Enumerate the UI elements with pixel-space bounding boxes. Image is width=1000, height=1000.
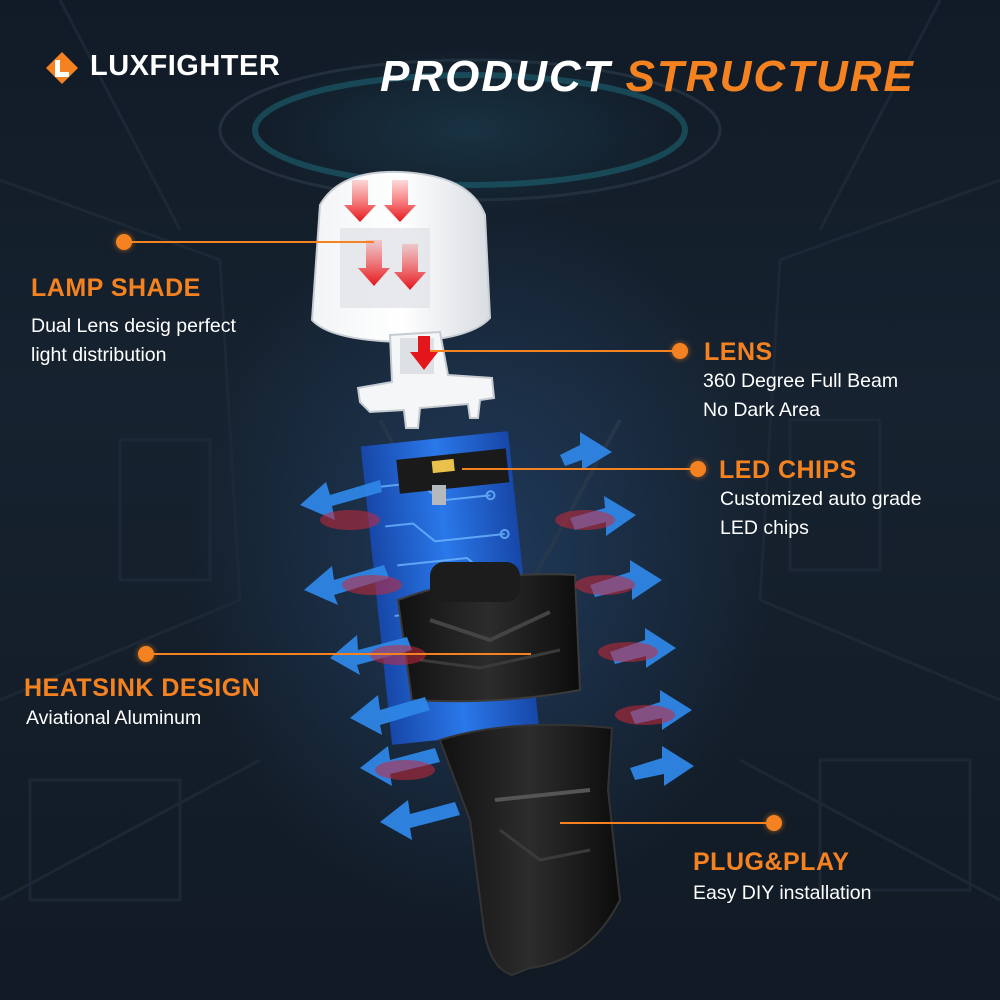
- luxfighter-logo-icon: [46, 52, 78, 84]
- page-title: PRODUCT STRUCTURE: [380, 52, 915, 102]
- brand-name: LUXFIGHTER: [90, 50, 281, 82]
- lens-description: 360 Degree Full Beam No Dark Area: [703, 370, 899, 421]
- lens-dot: [672, 343, 688, 359]
- led-chips-connector: [462, 468, 697, 470]
- plug-play-dot: [766, 815, 782, 831]
- led-chips-dot: [690, 461, 706, 477]
- title-part-2: STRUCTURE: [625, 52, 915, 101]
- plug-base-part: [438, 723, 622, 977]
- heat-glow: [320, 510, 675, 780]
- heatsink-part: [396, 562, 582, 703]
- lens-part: [356, 330, 496, 429]
- plug-play-description: Easy DIY installation: [693, 882, 872, 904]
- lamp-shade-connector: [124, 241, 374, 243]
- brand-logo: LUXFIGHTER: [42, 46, 302, 90]
- plug-play-connector: [560, 822, 772, 824]
- lamp-shade-part: [310, 170, 492, 344]
- heatsink-label: HEATSINK DESIGN: [24, 674, 261, 702]
- lamp-shade-label: LAMP SHADE: [31, 274, 201, 302]
- led-chips-description: Customized auto grade LED chips: [720, 488, 922, 539]
- heatsink-description: Aviational Aluminum: [26, 707, 202, 729]
- lamp-shade-description: Dual Lens desig perfect light distributi…: [31, 315, 236, 366]
- plug-play-label: PLUG&PLAY: [693, 848, 850, 876]
- lens-connector: [430, 350, 678, 352]
- title-part-1: PRODUCT: [380, 52, 612, 101]
- heatsink-connector: [146, 653, 531, 655]
- lens-label: LENS: [704, 338, 773, 366]
- led-chips-label: LED CHIPS: [719, 456, 857, 484]
